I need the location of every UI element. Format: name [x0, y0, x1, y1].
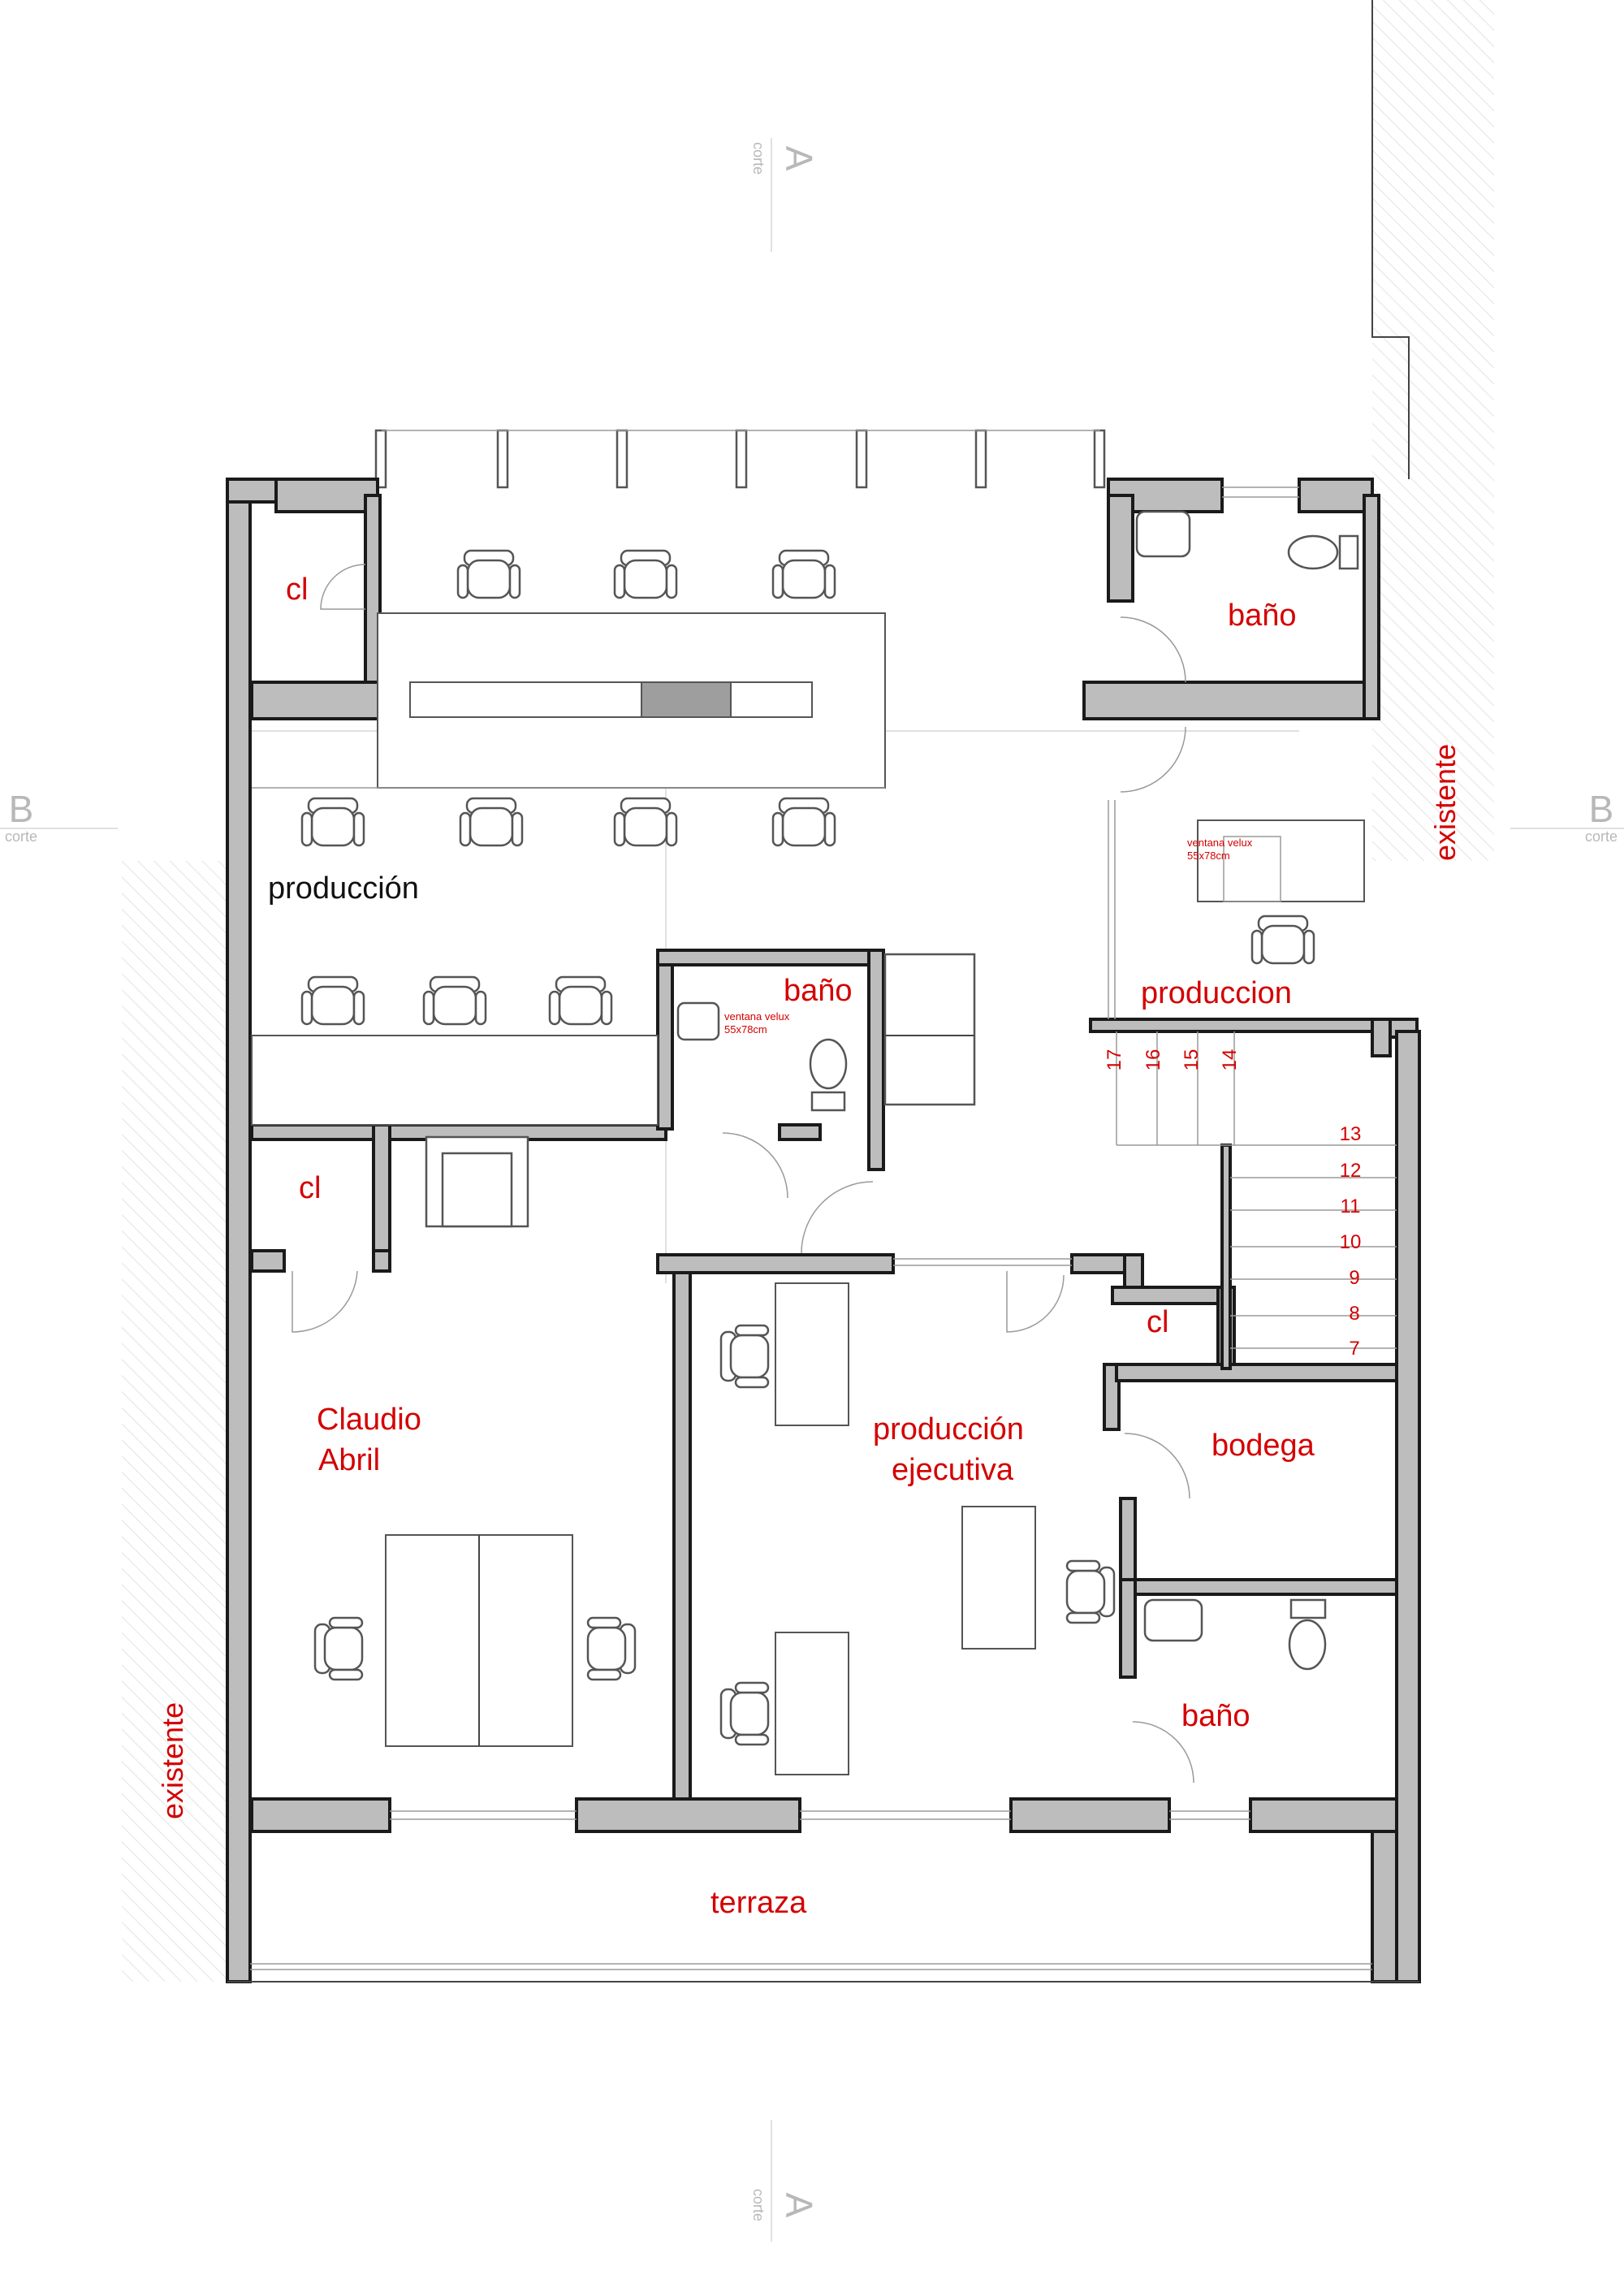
- workbench-bottom: [251, 1035, 659, 1126]
- label-existente-left: existente: [156, 1702, 189, 1819]
- desks: [385, 819, 1365, 1775]
- label-bano-top-right: baño: [1228, 599, 1297, 633]
- label-terraza: terraza: [710, 1886, 807, 1920]
- stair-step-number: 16: [1142, 1049, 1164, 1071]
- velux-note-b-2: 55x78cm: [724, 1023, 767, 1036]
- doors: [292, 564, 1194, 1784]
- armchair: [425, 1135, 529, 1228]
- stair-step-number: 8: [1349, 1303, 1359, 1325]
- stair-step-number: 11: [1341, 1196, 1361, 1217]
- label-bodega: bodega: [1212, 1429, 1315, 1463]
- section-word: corte: [750, 142, 767, 175]
- label-bano-bottom-right: baño: [1181, 1699, 1250, 1733]
- workbench-top: [252, 612, 886, 789]
- walls: [226, 478, 1421, 1983]
- stair-step-number: 12: [1340, 1160, 1362, 1182]
- stair-step-number: 13: [1340, 1123, 1362, 1145]
- label-claudio: Claudio: [317, 1403, 421, 1437]
- section-word: corte: [1585, 828, 1618, 845]
- stair-step-number: 9: [1349, 1267, 1359, 1289]
- label-bano-center: baño: [784, 974, 853, 1008]
- existing-building-right: [1371, 0, 1494, 861]
- bottom-windows: [390, 486, 1299, 1820]
- toilets: [676, 510, 1359, 1671]
- label-existente-right: existente: [1428, 744, 1462, 861]
- stair-step-number: 14: [1219, 1049, 1241, 1071]
- label-cl-top: cl: [286, 573, 308, 607]
- velux-note-b-1: ventana velux: [724, 1010, 790, 1023]
- label-cl-right: cl: [1147, 1305, 1168, 1339]
- section-word: corte: [750, 2189, 767, 2221]
- label-produccion-right: produccion: [1141, 976, 1292, 1010]
- label-abril: Abril: [318, 1443, 380, 1477]
- section-mark-b-right: B corte: [1585, 788, 1618, 845]
- stair-step-number: 15: [1181, 1049, 1203, 1071]
- label-produccion-main: producción: [268, 871, 419, 906]
- label-produccion-ejecutiva-2: ejecutiva: [892, 1453, 1014, 1487]
- stair-step-number: 7: [1349, 1338, 1359, 1360]
- section-letter: B: [1589, 788, 1614, 830]
- velux-note-a-2: 55x78cm: [1187, 850, 1230, 862]
- section-letter: B: [9, 788, 34, 830]
- stair-step-number: 10: [1340, 1231, 1362, 1253]
- section-letter: A: [778, 2193, 820, 2218]
- section-mark-a-top: A corte: [750, 142, 820, 175]
- section-letter: A: [778, 146, 820, 171]
- label-produccion-ejecutiva-1: producción: [873, 1412, 1024, 1446]
- stair-step-number: 17: [1104, 1049, 1125, 1071]
- stairs: [1116, 1031, 1397, 1349]
- room-labels: producción cl cl cl baño baño baño produ…: [156, 573, 1462, 1920]
- section-mark-b-left: B corte: [5, 788, 37, 845]
- sofa: [883, 953, 976, 1106]
- label-cl-mid: cl: [299, 1171, 321, 1205]
- velux-notes: ventana velux 55x78cm ventana velux 55x7…: [724, 837, 1253, 1036]
- velux-note-a-1: ventana velux: [1187, 837, 1253, 849]
- stair-numbers: 17 16 15 14 13 12 11 10 9 8 7: [1104, 1049, 1361, 1360]
- section-mark-a-bottom: A corte: [750, 2189, 820, 2221]
- existing-building-left: [122, 861, 227, 1982]
- section-word: corte: [5, 828, 37, 845]
- roof-windows: [374, 429, 1106, 489]
